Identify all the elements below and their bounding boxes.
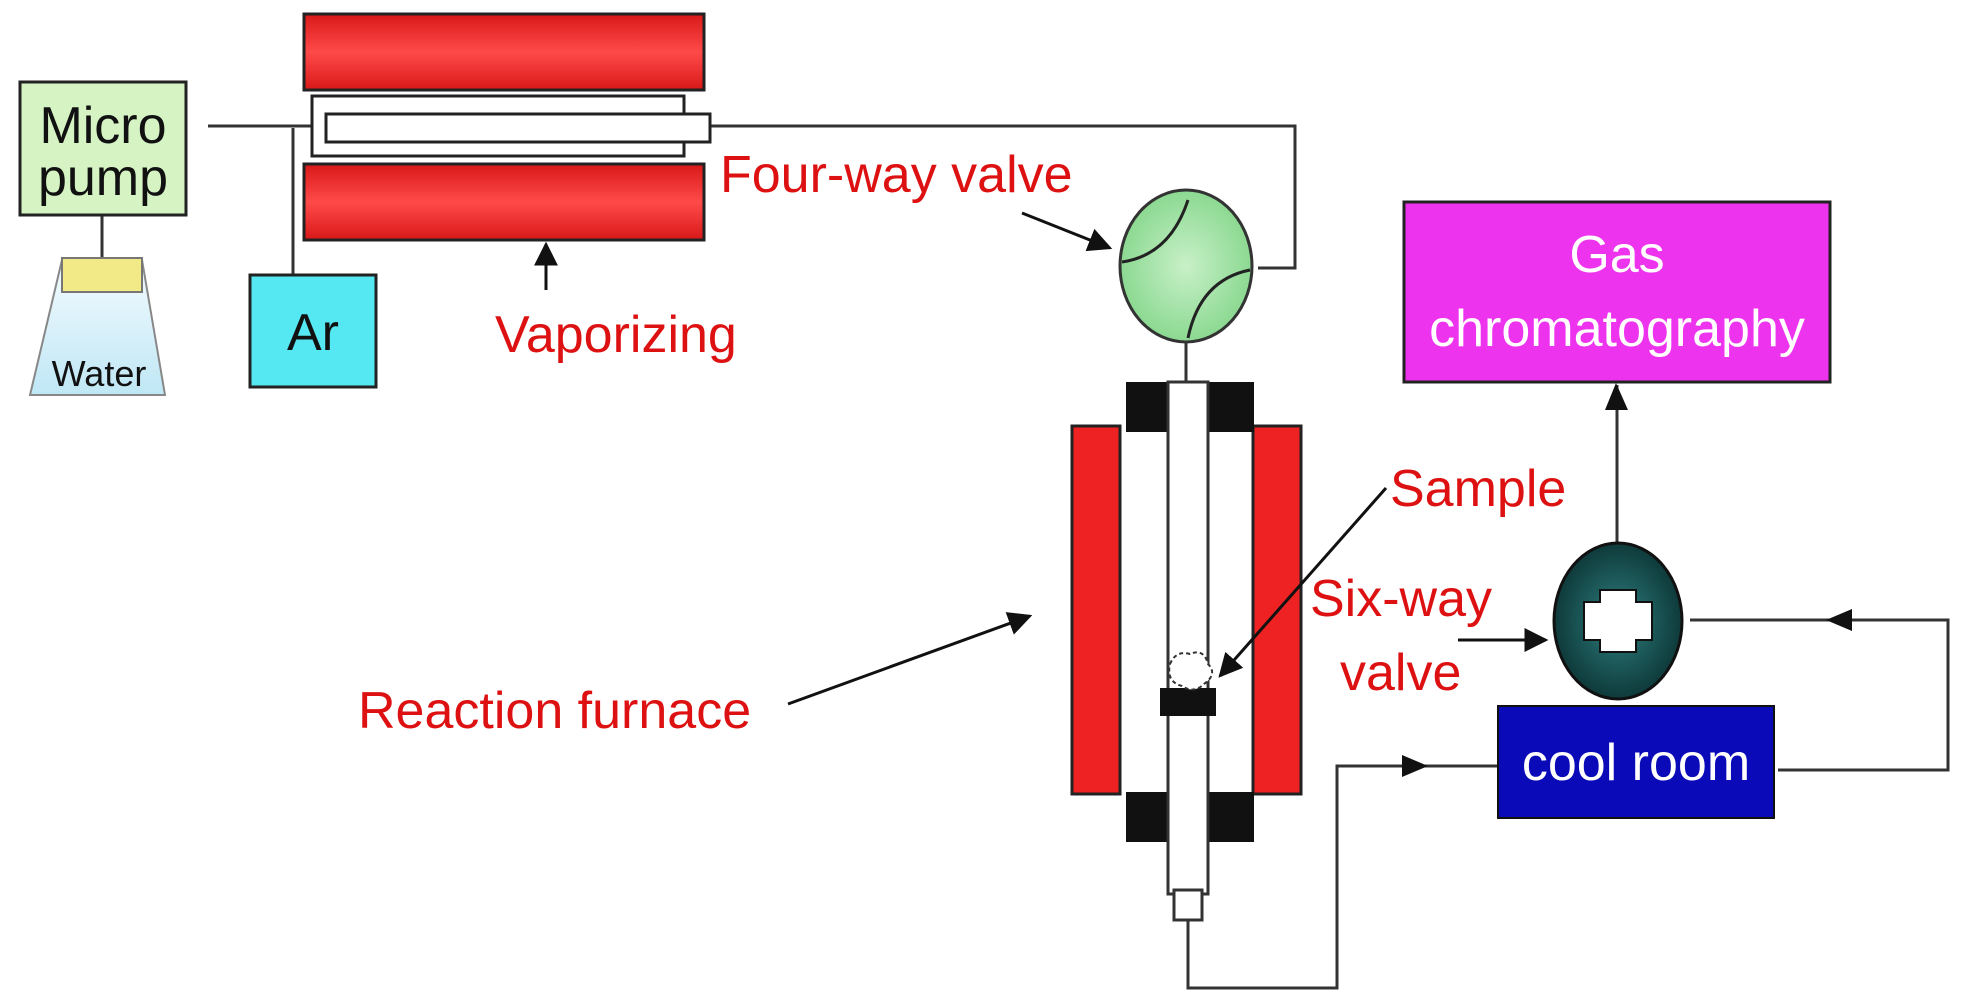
gas-chromatography-box — [1402, 200, 1832, 384]
bottle-cap — [61, 257, 143, 293]
micropump-label-1: Micro — [39, 97, 166, 155]
sample-particle — [1168, 651, 1214, 691]
flow-arrows — [1402, 383, 1852, 777]
vaporizer-to-valve-line — [708, 124, 1297, 270]
furnace-cap-top-right — [1206, 382, 1254, 432]
cool-room: cool room — [1497, 705, 1775, 819]
micropump-label-2: pump — [38, 149, 168, 207]
water-label: Water — [52, 353, 147, 394]
vaporizing-label: Vaporizing — [495, 306, 737, 364]
gas-chromatography: Gas chromatography — [1402, 200, 1832, 384]
arrow-up-to-gc — [1605, 383, 1628, 410]
connection-lines — [100, 124, 1950, 990]
arrow-left-loop — [1826, 609, 1852, 631]
reaction-furnace: Reaction furnace — [358, 380, 1303, 922]
cool-room-box — [1497, 705, 1775, 819]
cool-room-label: cool room — [1522, 734, 1750, 792]
sample-holder — [1160, 688, 1216, 716]
furnace-wall-left — [1070, 424, 1122, 796]
arrow-right-coolroom — [1402, 755, 1428, 777]
six-way-valve-channels — [1583, 589, 1653, 653]
furnace-cap-bottom-left — [1126, 792, 1174, 842]
vaporizer-heater-top — [302, 12, 706, 92]
argon-label: Ar — [287, 304, 339, 362]
vaporizer-inner-tube — [324, 112, 712, 144]
valve-channel-2 — [1186, 268, 1251, 339]
six-way-valve-label-2: valve — [1340, 644, 1461, 702]
coolroom-to-sixway-line — [1690, 618, 1950, 772]
micropump: Micro pump — [18, 80, 188, 217]
reaction-tube — [1166, 380, 1210, 896]
micropump-box — [18, 80, 188, 217]
four-way-valve-label: Four-way valve — [720, 146, 1073, 204]
vaporizer-heater-bottom — [302, 162, 706, 242]
six-way-valve: Six-way valve — [1310, 541, 1684, 702]
argon-box — [248, 273, 378, 389]
reaction-tube-outlet — [1172, 888, 1204, 922]
reaction-furnace-label: Reaction furnace — [358, 682, 751, 740]
gas-chromatography-label-2: chromatography — [1429, 300, 1805, 358]
argon-supply: Ar — [248, 273, 378, 389]
water-bottle: Water — [28, 257, 167, 396]
four-way-valve-body — [1118, 188, 1254, 344]
gas-chromatography-label-1: Gas — [1569, 226, 1664, 284]
vaporizing-heater: Vaporizing — [302, 12, 737, 364]
sample-pointer — [1218, 487, 1388, 678]
valve-channel-1 — [1121, 199, 1190, 264]
four-way-valve-pointer — [1021, 211, 1113, 252]
sample-label: Sample — [1390, 460, 1566, 518]
six-way-valve-label-1: Six-way — [1310, 570, 1492, 628]
reaction-furnace-pointer — [787, 612, 1033, 706]
furnace-cap-bottom-right — [1206, 792, 1254, 842]
furnace-cap-top-left — [1126, 382, 1174, 432]
four-way-valve: Four-way valve — [720, 146, 1254, 344]
reactor-to-coolroom-line — [1186, 764, 1498, 990]
sample-annotation: Sample — [1218, 460, 1566, 678]
